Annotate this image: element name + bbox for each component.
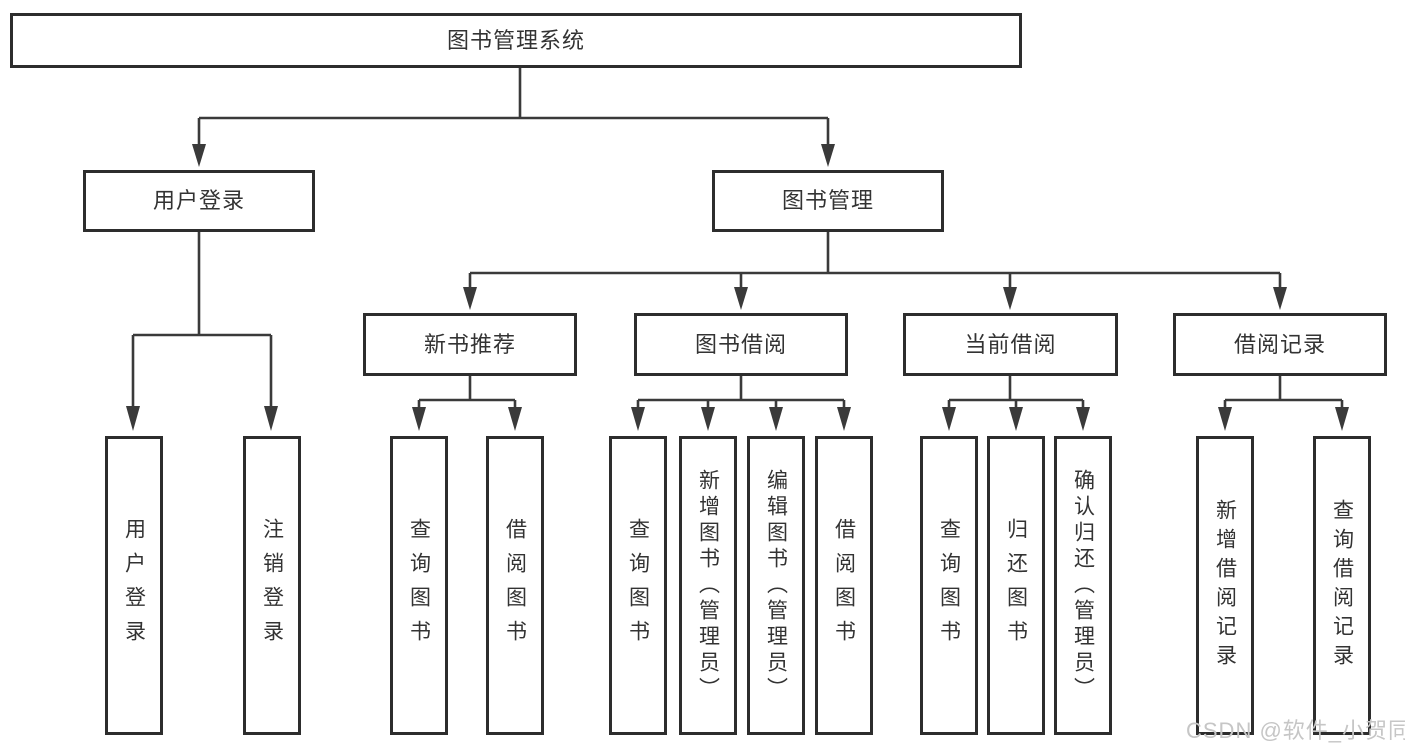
- leaf-nb-borrow-book-label: 借阅图书: [503, 517, 527, 654]
- arrowhead-borrow: [734, 287, 748, 310]
- leaf-bw-query-book-label: 查询图书: [626, 517, 650, 654]
- arrowhead-cb-confirm: [1076, 407, 1090, 431]
- leaf-bw-borrow-book-label: 借阅图书: [832, 517, 856, 654]
- node-root-label: 图书管理系统: [446, 27, 585, 53]
- leaf-logout: 注销登录: [243, 436, 301, 735]
- leaf-cb-confirm-return-admin-label: 确认归还（管理员）: [1071, 468, 1095, 703]
- leaf-cb-confirm-return-admin: 确认归还（管理员）: [1054, 436, 1112, 735]
- leaf-rc-add-record-label: 新增借阅记录: [1213, 498, 1237, 673]
- arrowhead-cb-return: [1009, 407, 1023, 431]
- connector-current-children: [947, 376, 1085, 408]
- leaf-bw-borrow-book: 借阅图书: [815, 436, 873, 735]
- leaf-user-login-label: 用户登录: [122, 517, 146, 654]
- arrowhead-bw-query: [631, 407, 645, 431]
- arrowhead-leaf-logout: [264, 406, 278, 431]
- arrowhead-bw-add: [701, 407, 715, 431]
- connector-user-login-children: [131, 232, 273, 408]
- arrowhead-book-mgmt: [821, 144, 835, 167]
- node-user-login-label: 用户登录: [152, 188, 245, 213]
- leaf-bw-add-book-admin: 新增图书（管理员）: [679, 436, 737, 735]
- leaf-bw-edit-book-admin: 编辑图书（管理员）: [747, 436, 805, 735]
- leaf-cb-return-book: 归还图书: [987, 436, 1045, 735]
- leaf-nb-query-book-label: 查询图书: [407, 517, 431, 654]
- leaf-rc-query-record: 查询借阅记录: [1313, 436, 1371, 735]
- arrowhead-cb-query: [942, 407, 956, 431]
- leaf-rc-query-record-label: 查询借阅记录: [1330, 498, 1354, 673]
- leaf-logout-label: 注销登录: [260, 517, 284, 654]
- connector-borrow-children: [636, 376, 846, 408]
- arrowhead-leaf-login: [126, 406, 140, 431]
- leaf-bw-add-book-admin-label: 新增图书（管理员）: [696, 468, 720, 703]
- arrowhead-nb-borrow: [508, 407, 522, 431]
- node-book-mgmt-label: 图书管理: [781, 188, 874, 213]
- connector-new-book-children: [417, 376, 517, 408]
- node-user-login: 用户登录: [83, 170, 315, 232]
- node-book-mgmt: 图书管理: [712, 170, 944, 232]
- arrowhead-rc-add: [1218, 407, 1232, 431]
- node-borrow-records-label: 借阅记录: [1233, 331, 1326, 357]
- leaf-nb-query-book: 查询图书: [390, 436, 448, 735]
- connector-records-children: [1223, 376, 1344, 408]
- leaf-cb-return-book-label: 归还图书: [1004, 517, 1028, 654]
- leaf-rc-add-record: 新增借阅记录: [1196, 436, 1254, 735]
- connector-book-mgmt: [468, 232, 1282, 289]
- node-new-book-rec: 新书推荐: [363, 313, 577, 376]
- arrowhead-new-book: [463, 287, 477, 310]
- leaf-nb-borrow-book: 借阅图书: [486, 436, 544, 735]
- node-book-borrow-label: 图书借阅: [694, 331, 787, 357]
- node-current-borrow: 当前借阅: [903, 313, 1118, 376]
- arrowhead-user-login: [192, 144, 206, 167]
- node-borrow-records: 借阅记录: [1173, 313, 1387, 376]
- arrowhead-bw-edit: [769, 407, 783, 431]
- arrowhead-bw-borrow: [837, 407, 851, 431]
- connector-root: [197, 68, 830, 146]
- arrowhead-current: [1003, 287, 1017, 310]
- csdn-watermark: CSDN @软件_小贺同学: [1186, 718, 1405, 743]
- leaf-user-login: 用户登录: [105, 436, 163, 735]
- leaf-bw-edit-book-admin-label: 编辑图书（管理员）: [764, 468, 788, 703]
- node-root: 图书管理系统: [10, 13, 1022, 68]
- node-new-book-rec-label: 新书推荐: [423, 331, 516, 357]
- leaf-bw-query-book: 查询图书: [609, 436, 667, 735]
- leaf-cb-query-book: 查询图书: [920, 436, 978, 735]
- arrowhead-records: [1273, 287, 1287, 310]
- arrowhead-rc-query: [1335, 407, 1349, 431]
- leaf-cb-query-book-label: 查询图书: [937, 517, 961, 654]
- node-book-borrow: 图书借阅: [634, 313, 848, 376]
- node-current-borrow-label: 当前借阅: [964, 331, 1057, 357]
- arrowhead-nb-query: [412, 407, 426, 431]
